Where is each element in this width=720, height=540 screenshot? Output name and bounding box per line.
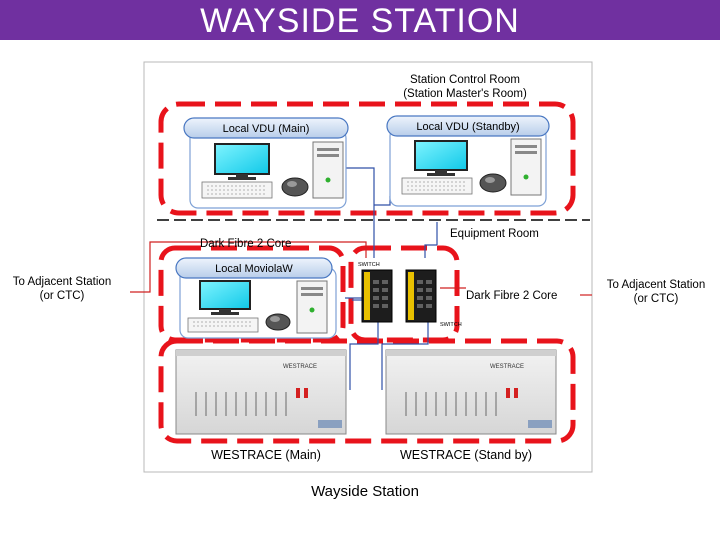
westrace-main-label: WESTRACE (Main) — [211, 448, 321, 462]
control-room-label-line2: (Station Master's Room) — [403, 88, 527, 100]
vdu-main-panel: Local VDU (Main) — [183, 117, 349, 209]
dark-fibre-right-label: Dark Fibre 2 Core — [466, 290, 557, 302]
keyboard-icon — [187, 317, 259, 333]
westrace-standby-label: WESTRACE (Stand by) — [400, 448, 532, 462]
control-room-zone — [158, 101, 576, 216]
title-bar — [0, 0, 720, 40]
westrace-standby-rack: WESTRACE — [385, 349, 557, 435]
westrace-main-rack: WESTRACE — [175, 349, 347, 435]
monitor-icon — [414, 140, 468, 171]
wayside-station-diagram: Station Control Room (Station Master's R… — [13, 61, 705, 500]
vdu-main-label: Local VDU (Main) — [223, 123, 310, 135]
mouse-icon — [479, 173, 507, 193]
dark-fibre-top-label: Dark Fibre 2 Core — [200, 238, 291, 250]
switch-label-top: SWITCH — [358, 262, 380, 268]
equipment-room-label: Equipment Room — [450, 228, 539, 240]
pc-tower-icon — [510, 138, 542, 196]
adjacent-station-left-line1: To Adjacent Station — [13, 276, 111, 288]
red-fibre-links — [130, 241, 592, 296]
monitor-icon — [214, 143, 270, 175]
rack-brand-main: WESTRACE — [283, 364, 317, 370]
vdu-standby-panel: Local VDU (Standby) — [386, 115, 550, 207]
network-switch-left — [361, 269, 393, 323]
network-switch-right — [405, 269, 437, 323]
mouse-icon — [281, 177, 309, 197]
switch-label-bottom: SWITCH — [440, 322, 462, 328]
westrace-zone — [158, 338, 576, 444]
adjacent-station-right-line1: To Adjacent Station — [607, 279, 705, 291]
rack-brand-standby: WESTRACE — [490, 364, 524, 370]
page-title: WAYSIDE STATION — [200, 2, 520, 40]
monitor-icon — [199, 280, 251, 310]
adjacent-station-left-line2: (or CTC) — [40, 290, 85, 302]
diagram-caption: Wayside Station — [311, 483, 419, 500]
control-room-label-line1: Station Control Room — [410, 74, 520, 86]
moviola-label: Local MoviolaW — [215, 263, 293, 275]
vdu-standby-label: Local VDU (Standby) — [416, 121, 519, 133]
moviola-panel: Local MoviolaW — [175, 257, 337, 339]
pc-tower-icon — [312, 141, 344, 199]
adjacent-station-right-line2: (or CTC) — [634, 293, 679, 305]
mouse-icon — [265, 313, 291, 331]
